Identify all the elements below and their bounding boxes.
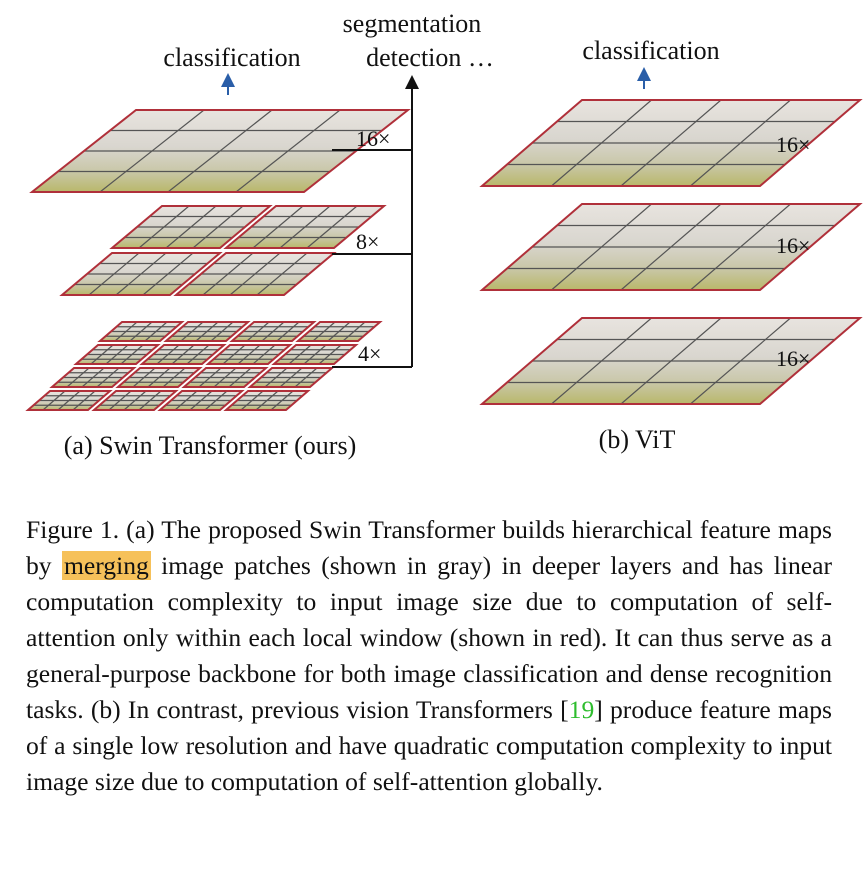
swin-layer-16x-window: [29, 109, 411, 193]
swin-layer-4x-window: [271, 344, 359, 365]
swin-layer-8x-window: [223, 205, 387, 249]
swin-connector: [332, 75, 419, 368]
swin-layer-4x-window: [157, 390, 245, 411]
swin-layer-4x-window: [181, 367, 269, 388]
vit-scale-16x-bottom: 16×: [776, 346, 810, 371]
caption-prefix: Figure 1. (a) The proposed Swin Transfor…: [26, 514, 832, 580]
swin-layer-4x-window: [139, 344, 227, 365]
swin-layer-4x-window: [91, 390, 179, 411]
swin-layer-4x-window: [205, 344, 293, 365]
caption-suffix: ] produce feature maps of a single low r…: [26, 694, 832, 796]
swin-layer-8x-window: [109, 205, 273, 249]
swin-scale-4x: 4×: [358, 341, 381, 366]
swin-layer-4x-window: [229, 321, 317, 342]
swin-layer-4x-window: [25, 390, 113, 411]
caption-middle: image patches (shown in gray) in deeper …: [26, 550, 832, 724]
vit-layers: [479, 99, 863, 405]
swin-subcaption: (a) Swin Transformer (ours): [64, 431, 356, 460]
citation-link[interactable]: 19: [568, 694, 595, 724]
swin-layer-4x-window: [49, 367, 137, 388]
figure-1-diagram: classification segmentation detection … …: [25, 9, 863, 460]
swin-layer-8x: [59, 205, 387, 296]
highlighted-word[interactable]: merging: [61, 550, 151, 580]
swin-layer-4x-window: [97, 321, 185, 342]
swin-layer-4x-window: [223, 390, 311, 411]
vit-layer-top: [479, 99, 863, 187]
detection-label: detection …: [366, 43, 494, 72]
swin-layer-4x-window: [115, 367, 203, 388]
swin-layer-4x-window: [247, 367, 335, 388]
swin-scale-8x: 8×: [356, 229, 379, 254]
vit-layer-middle: [479, 203, 863, 291]
swin-layer-8x-window: [59, 252, 223, 296]
vit-layer-bottom: [479, 317, 863, 405]
swin-layers: [25, 109, 411, 411]
swin-layer-4x-window: [73, 344, 161, 365]
figure-caption: Figure 1. (a) The proposed Swin Transfor…: [26, 512, 832, 800]
swin-scale-16x: 16×: [356, 126, 390, 151]
vit-scale-16x-middle: 16×: [776, 233, 810, 258]
swin-layer-4x-window: [163, 321, 251, 342]
swin-layer-4x: [25, 321, 383, 411]
swin-classification-label: classification: [163, 43, 300, 72]
vit-classification-label: classification: [582, 36, 719, 65]
vit-scale-16x-top: 16×: [776, 132, 810, 157]
swin-layer-4x-window: [295, 321, 383, 342]
segmentation-label: segmentation: [343, 9, 482, 38]
vit-subcaption: (b) ViT: [599, 425, 676, 454]
